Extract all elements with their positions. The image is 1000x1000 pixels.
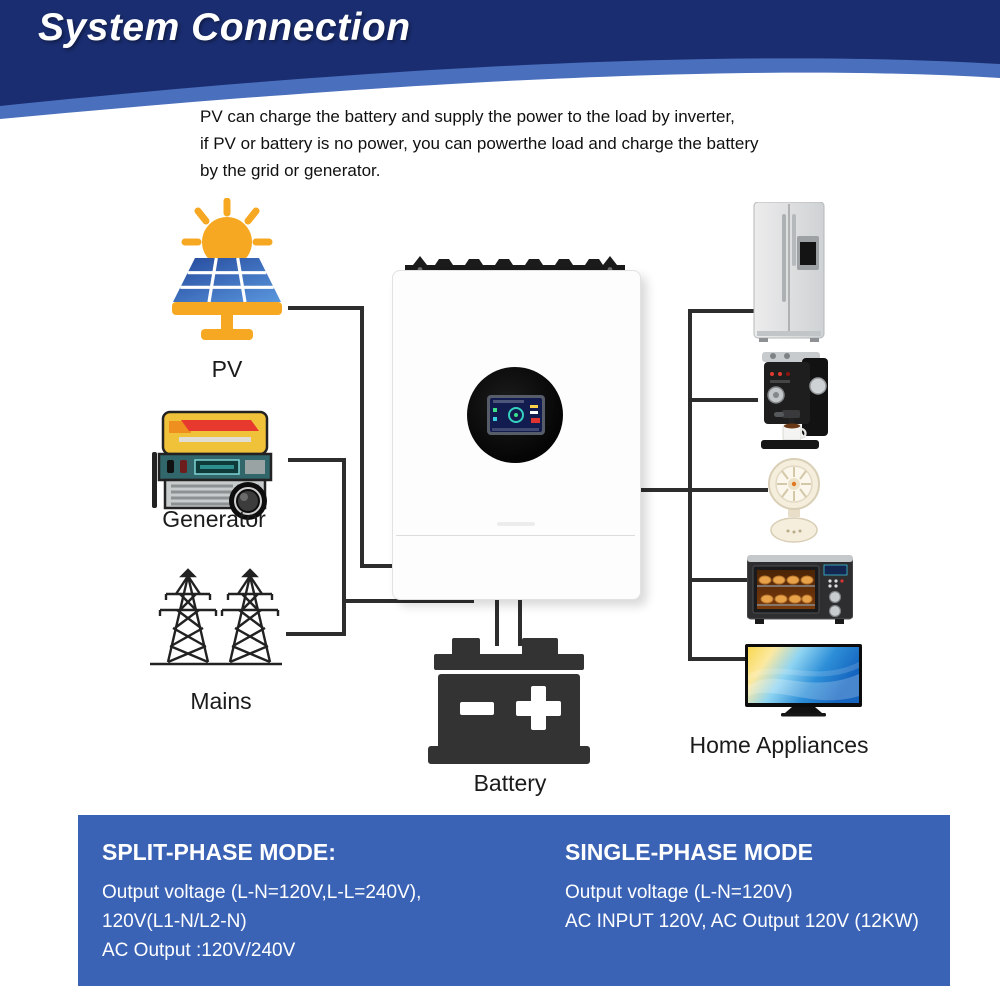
page-title: System Connection — [38, 6, 411, 49]
battery-label: Battery — [473, 770, 547, 796]
single-phase-title: SINGLE-PHASE MODE — [565, 839, 813, 865]
wire-oven-stub — [688, 578, 748, 582]
wire-coffee-stub — [688, 398, 758, 402]
wire-appliances-vertical — [688, 309, 692, 661]
oven-icon — [747, 555, 853, 624]
pv-label: PV — [211, 356, 243, 382]
wire-generator-mains-vertical — [342, 458, 346, 636]
tv-icon — [745, 644, 862, 717]
generator-icon — [152, 410, 273, 520]
single-phase-line-1: Output voltage (L-N=120V) — [565, 882, 793, 903]
inverter-mounting-bracket-icon — [405, 256, 625, 274]
pv-solar-panel-icon — [172, 198, 282, 340]
description-line-1: PV can charge the battery and supply the… — [200, 107, 735, 126]
split-phase-line-2: 120V(L1-N/L2-N) — [102, 911, 247, 932]
coffee-machine-icon — [761, 352, 828, 449]
description-line-2: if PV or battery is no power, you can po… — [200, 134, 759, 153]
mains-tower-icon — [150, 568, 282, 666]
wire-pv-to-inverter — [360, 564, 400, 568]
wire-generator-horizontal — [288, 458, 346, 462]
wire-inverter-to-appliances — [638, 488, 768, 492]
wire-battery-left — [495, 598, 499, 646]
inverter-lcd-screen — [487, 395, 545, 435]
inverter-unit — [392, 254, 641, 600]
inverter-brand-mark — [497, 522, 535, 526]
single-phase-section: SINGLE-PHASE MODE Output voltage (L-N=12… — [565, 839, 919, 936]
split-phase-line-1: Output voltage (L-N=120V,L-L=240V), — [102, 882, 422, 903]
description-text: PV can charge the battery and supply the… — [200, 103, 759, 184]
battery-icon — [428, 638, 590, 764]
split-phase-section: SPLIT-PHASE MODE: Output voltage (L-N=12… — [102, 839, 421, 965]
wire-fridge-stub — [688, 309, 755, 313]
single-phase-line-2: AC INPUT 120V, AC Output 120V (12KW) — [565, 911, 919, 932]
wire-pv-vertical — [360, 306, 364, 568]
generator-label: Generator — [162, 506, 266, 532]
fan-icon — [768, 458, 820, 543]
header-banner — [0, 0, 1000, 119]
mode-spec-panel: SPLIT-PHASE MODE: Output voltage (L-N=12… — [78, 815, 950, 986]
wire-tv-stub — [688, 657, 746, 661]
wire-battery-right — [518, 598, 522, 646]
wire-to-inverter-bottom — [342, 599, 474, 603]
split-phase-title: SPLIT-PHASE MODE: — [102, 839, 336, 865]
wire-pv-horizontal — [288, 306, 364, 310]
mains-label: Mains — [190, 688, 252, 714]
inverter-panel-divider — [396, 535, 635, 536]
home-appliances-label: Home Appliances — [689, 732, 869, 758]
refrigerator-icon — [753, 202, 825, 342]
wire-mains-horizontal — [286, 632, 344, 636]
description-line-3: by the grid or generator. — [200, 161, 381, 180]
split-phase-line-3: AC Output :120V/240V — [102, 940, 296, 961]
